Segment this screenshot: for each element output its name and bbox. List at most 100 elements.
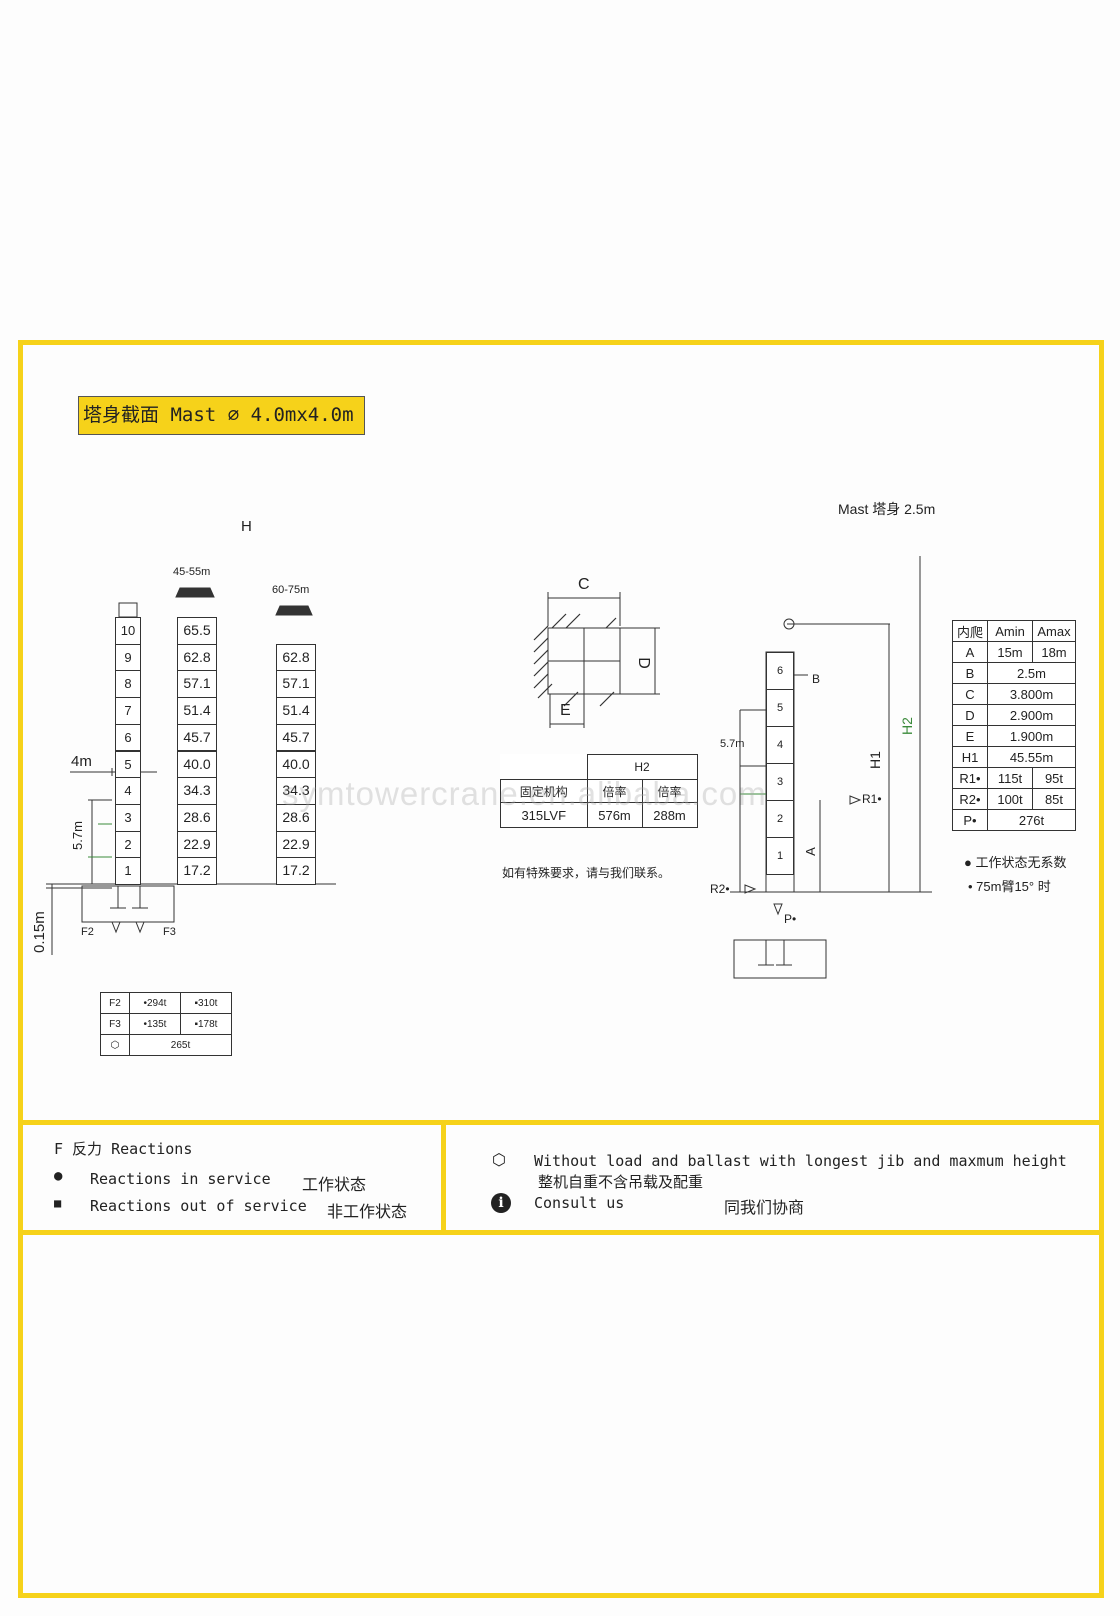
table-cell: R2• <box>952 788 988 810</box>
table-cell: 100t <box>987 788 1033 810</box>
table-cell: P• <box>952 809 988 831</box>
height-cell: 45.7 <box>276 723 316 752</box>
height-cell: 57.1 <box>276 670 316 699</box>
table-cell: 1.900m <box>987 725 1076 747</box>
legend-consult-cn: 同我们协商 <box>724 1200 805 1217</box>
legend-without-load: Without load and ballast with longest ji… <box>534 1152 1067 1170</box>
mast-section: 1 <box>115 857 141 885</box>
mast-section: 6 <box>115 723 141 752</box>
mast-section: 5 <box>115 750 141 779</box>
dim-5-7m: 5.7m <box>70 821 85 850</box>
table-cell: 288m <box>641 802 698 828</box>
table-row: ⬡ 265t <box>100 1034 232 1056</box>
table-cell: H1 <box>952 746 988 768</box>
label-h2: H2 <box>898 717 915 735</box>
height-cell: 22.9 <box>177 830 217 859</box>
height-cell: 40.0 <box>276 750 316 779</box>
table-cell: 15m <box>987 641 1033 663</box>
climb-section: 2 <box>766 800 794 838</box>
divider-bottom <box>18 1230 1104 1235</box>
table-row: F3 •135t ▪178t <box>100 1013 233 1035</box>
mast-section: 7 <box>115 697 141 725</box>
title-en: Mast <box>170 404 217 426</box>
reactions-table: F2 •294t ▪310t F3 •135t ▪178t ⬡ 265t <box>100 992 233 1056</box>
climb-section: 5 <box>766 689 794 727</box>
height-cell: 65.5 <box>177 617 217 645</box>
table-cell: 18m <box>1032 641 1076 663</box>
table-cell: A <box>952 641 988 663</box>
height-cell: 62.8 <box>177 643 217 672</box>
height-cell: 17.2 <box>276 857 316 885</box>
table-cell: 3.800m <box>987 683 1076 705</box>
table-cell: 2.900m <box>987 704 1076 726</box>
col1-label: 45-55m <box>173 566 211 578</box>
table-row: 固定机构 倍率 倍率 <box>500 779 698 803</box>
label-5-7m: 5.7m <box>720 738 745 750</box>
special-note: 如有特殊要求，请与我们联系。 <box>502 866 671 880</box>
table-row: 内爬 Amin Amax <box>952 620 1076 642</box>
climb-note-1: ● 工作状态无系数 <box>964 855 1067 870</box>
legend-in-service-cn: 工作状态 <box>302 1177 367 1194</box>
table-row: F2 •294t ▪310t <box>100 992 233 1014</box>
climb-note-2: • 75m臂15° 时 <box>968 879 1051 894</box>
table-cell: •294t <box>129 992 181 1014</box>
label-r1: R1• <box>862 792 882 806</box>
divider-vertical <box>441 1120 446 1235</box>
table-cell: 115t <box>987 767 1033 789</box>
table-cell: 45.55m <box>987 746 1076 768</box>
mast-section: 2 <box>115 830 141 859</box>
table-cell: ▪310t <box>179 992 233 1014</box>
table-cell: Amin <box>987 620 1033 642</box>
table-cell: 内爬 <box>952 620 988 642</box>
climb-section: 6 <box>766 652 794 690</box>
title-size: ⌀ 4.0mx4.0m <box>227 404 354 426</box>
height-cell: 45.7 <box>177 723 217 752</box>
mast-section: 8 <box>115 670 141 699</box>
yellow-frame <box>18 340 1104 1598</box>
legend-out-service-cn: 非工作状态 <box>327 1204 408 1221</box>
dim-4m: 4m <box>71 753 92 770</box>
height-cell: 57.1 <box>177 670 217 699</box>
watermark: symtowercrane.en.alibaba.com <box>282 775 767 812</box>
legend-without-load-cn: 整机自重不含吊载及配重 <box>538 1174 704 1191</box>
table-cell: 倍率 <box>641 779 698 803</box>
table-row: P•276t <box>952 809 1076 831</box>
legend-out-service: Reactions out of service <box>90 1197 307 1215</box>
table-row: 315LVF 576m 288m <box>500 802 698 828</box>
table-cell: C <box>952 683 988 705</box>
table-cell: D <box>952 704 988 726</box>
table-cell: E <box>952 725 988 747</box>
table-cell: Amax <box>1032 620 1076 642</box>
mast-section: 9 <box>115 643 141 672</box>
climb-section: 1 <box>766 837 794 875</box>
f3-label: F3 <box>163 926 176 938</box>
climb-section: 3 <box>766 763 794 801</box>
title-cn: 塔身截面 <box>83 404 160 426</box>
height-cell: 62.8 <box>276 643 316 672</box>
height-cell: 40.0 <box>177 750 217 779</box>
table-cell: 95t <box>1032 767 1076 789</box>
table-cell: 2.5m <box>987 662 1076 684</box>
height-cell: 17.2 <box>177 857 217 885</box>
f2-label: F2 <box>81 926 94 938</box>
mast-section: 10 <box>115 617 141 645</box>
bullet-square-icon: ■ <box>54 1196 62 1210</box>
height-cell: 51.4 <box>177 697 217 725</box>
label-h1: H1 <box>866 751 883 769</box>
climb-section: 4 <box>766 726 794 764</box>
table-cell: 576m <box>586 802 643 828</box>
mast-section: 3 <box>115 803 141 832</box>
height-cell: 28.6 <box>177 803 217 832</box>
height-cell: 28.6 <box>276 803 316 832</box>
label-r2: R2• <box>710 882 730 896</box>
divider-top <box>18 1120 1104 1125</box>
label-b: B <box>812 672 821 686</box>
label-p: P• <box>784 912 797 926</box>
height-cell: 51.4 <box>276 697 316 725</box>
section-e: E <box>560 702 571 719</box>
table-cell: F3 <box>100 1013 130 1035</box>
